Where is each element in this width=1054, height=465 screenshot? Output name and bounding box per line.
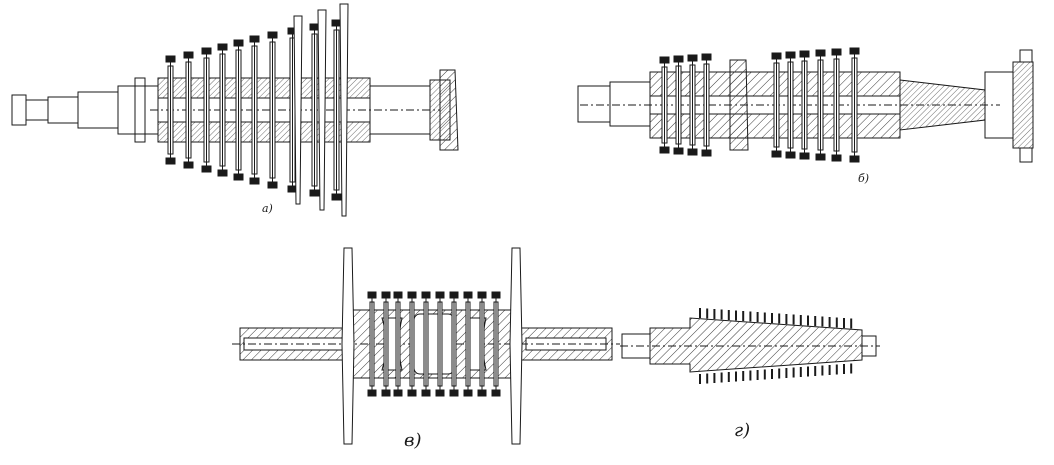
blade-tip	[477, 291, 487, 299]
blade-tip	[831, 48, 842, 56]
blade-tip	[381, 291, 391, 299]
blade-tip	[491, 389, 501, 397]
blade-tip	[673, 147, 684, 155]
blade-tip	[217, 43, 228, 51]
blade-tip	[463, 389, 473, 397]
panel-label-v: в)	[404, 430, 422, 451]
blade-tip	[165, 55, 176, 63]
blade-tip	[267, 181, 278, 189]
blade-tip	[785, 51, 796, 59]
blade-tip	[477, 389, 487, 397]
blade-tip	[701, 149, 712, 157]
blade-tip	[463, 291, 473, 299]
blade-tip	[771, 150, 782, 158]
blade-tip	[233, 39, 244, 47]
blade-tip	[407, 389, 417, 397]
blade-tip	[201, 165, 212, 173]
blade-tip	[367, 291, 377, 299]
blade-tip	[849, 155, 860, 163]
blade-tip	[449, 291, 459, 299]
blade-tip	[267, 31, 278, 39]
blade-tip	[183, 161, 194, 169]
panel-label-a: а)	[262, 202, 273, 215]
blade-tip	[393, 389, 403, 397]
blade-tip	[815, 153, 826, 161]
long-blade	[341, 247, 355, 445]
long-blade	[509, 247, 523, 445]
blade-tip	[687, 148, 698, 156]
blade-tip	[421, 291, 431, 299]
blade-tip	[449, 389, 459, 397]
blade-tip	[233, 173, 244, 181]
blade-tip	[687, 54, 698, 62]
rotor-drawing-b	[577, 47, 1034, 163]
panel-label-g: г)	[734, 420, 750, 441]
blade-tip	[367, 389, 377, 397]
panel-label-b: б)	[858, 172, 869, 185]
blade-tip	[381, 389, 391, 397]
blade-tip	[331, 19, 342, 27]
blade-tip	[165, 157, 176, 165]
long-blade	[339, 3, 349, 217]
blade-tip	[815, 49, 826, 57]
blade-tip	[771, 52, 782, 60]
long-blade	[293, 15, 303, 205]
rotor-drawing-v	[232, 247, 620, 445]
blade-tip	[701, 53, 712, 61]
blade-tip	[659, 146, 670, 154]
blade-tip	[249, 35, 260, 43]
blade-tip	[799, 152, 810, 160]
blade-tip	[331, 193, 342, 201]
blade-tip	[491, 291, 501, 299]
blade-tip	[393, 291, 403, 299]
blade-tip	[183, 51, 194, 59]
blade-tip	[435, 389, 445, 397]
long-blade	[317, 9, 327, 211]
blade-tip	[421, 389, 431, 397]
blade-tip	[217, 169, 228, 177]
blade-tip	[201, 47, 212, 55]
blade-tip	[831, 154, 842, 162]
rotor-drawing-a	[11, 3, 459, 217]
blade-tip	[309, 189, 320, 197]
blade-tip	[249, 177, 260, 185]
blade-tip	[799, 50, 810, 58]
rotor-drawing-g	[620, 308, 880, 384]
blade-tip	[849, 47, 860, 55]
blade-tip	[435, 291, 445, 299]
blade-tip	[673, 55, 684, 63]
blade-tip	[785, 151, 796, 159]
blade-tip	[659, 56, 670, 64]
blade-tip	[407, 291, 417, 299]
